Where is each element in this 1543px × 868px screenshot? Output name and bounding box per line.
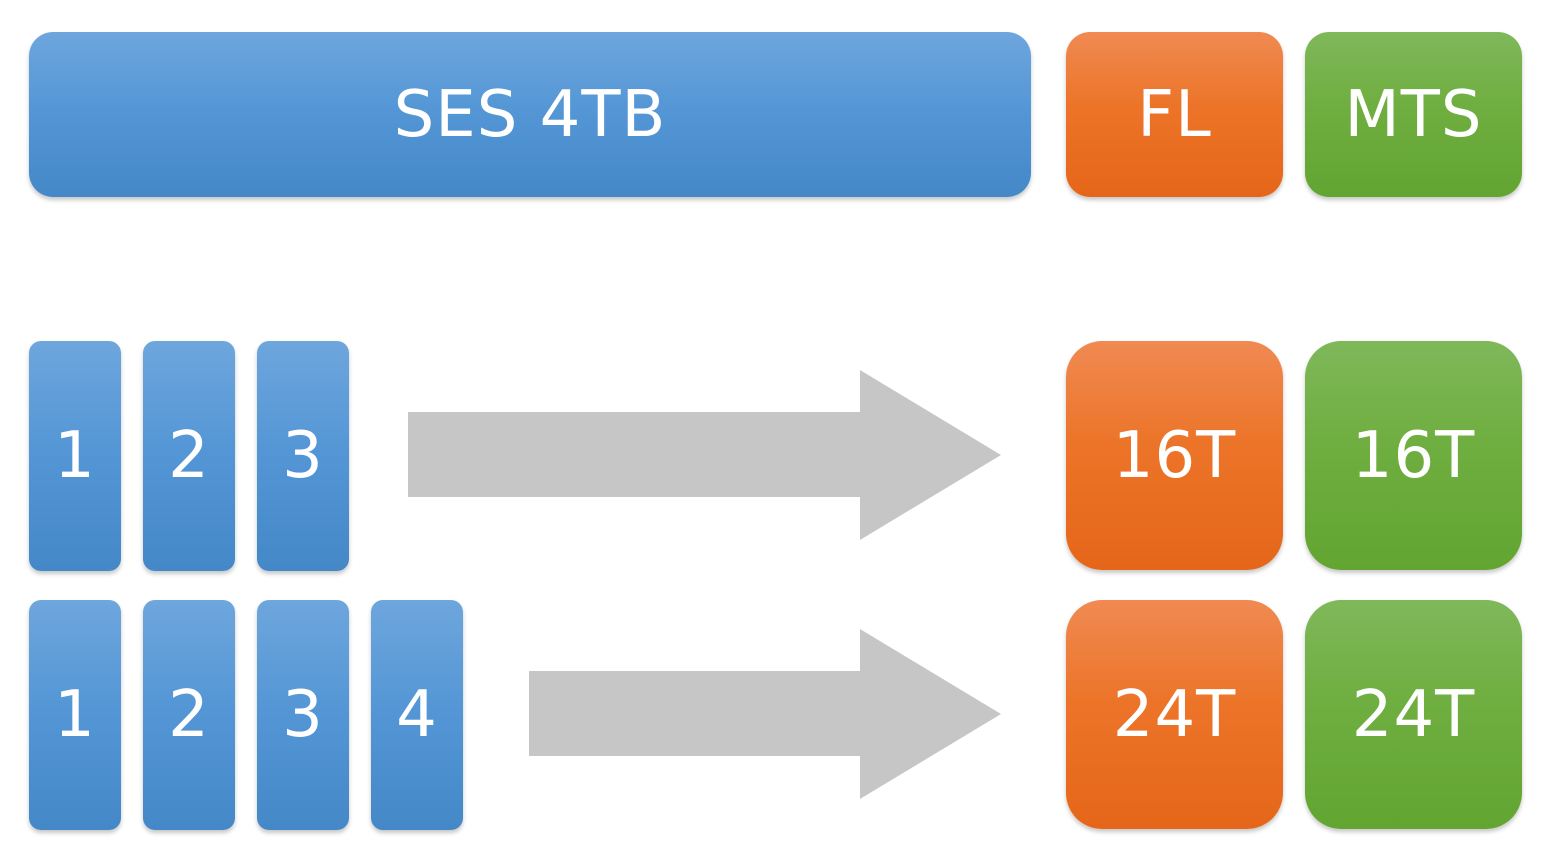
ses-label: SES 4TB — [393, 77, 667, 152]
disk-label: 1 — [54, 678, 96, 752]
row2-mts-result: 24T — [1305, 600, 1522, 829]
result-label: 16T — [1112, 418, 1237, 493]
disk-label: 4 — [396, 678, 438, 752]
row2-disk-3: 3 — [257, 600, 349, 830]
result-label: 16T — [1351, 418, 1476, 493]
result-label: 24T — [1351, 677, 1476, 752]
fl-header-box: FL — [1066, 32, 1283, 197]
row1-fl-result: 16T — [1066, 341, 1283, 570]
disk-label: 1 — [54, 419, 96, 493]
disk-label: 3 — [282, 678, 324, 752]
disk-label: 3 — [282, 419, 324, 493]
disk-label: 2 — [168, 678, 210, 752]
mts-header-box: MTS — [1305, 32, 1522, 197]
row2-disk-2: 2 — [143, 600, 235, 830]
row1-disk-1: 1 — [29, 341, 121, 571]
row2-disk-1: 1 — [29, 600, 121, 830]
row2-arrow-shape — [529, 629, 1001, 799]
row1-disk-2: 2 — [143, 341, 235, 571]
row1-arrow-shape — [408, 370, 1001, 540]
fl-label: FL — [1137, 77, 1212, 152]
mts-label: MTS — [1344, 77, 1483, 152]
ses-4tb-box: SES 4TB — [29, 32, 1031, 197]
row2-disk-4: 4 — [371, 600, 463, 830]
disk-label: 2 — [168, 419, 210, 493]
result-label: 24T — [1112, 677, 1237, 752]
row1-disk-3: 3 — [257, 341, 349, 571]
row1-mts-result: 16T — [1305, 341, 1522, 570]
row2-fl-result: 24T — [1066, 600, 1283, 829]
